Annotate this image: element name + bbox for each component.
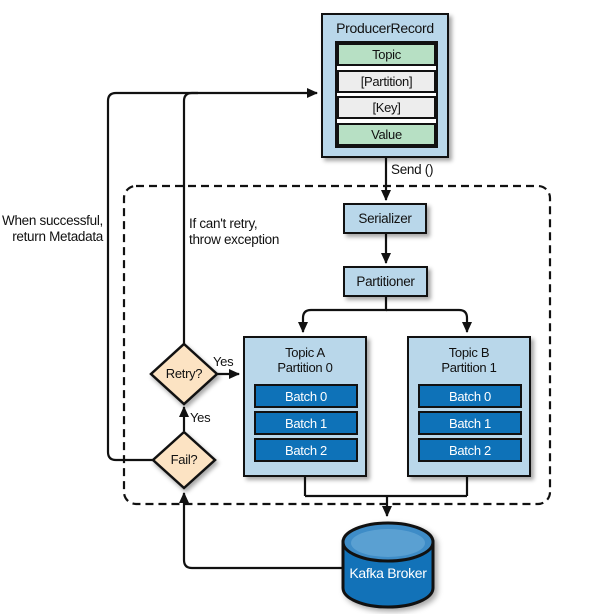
fail-decision-diamond [151,430,217,490]
field-value: Value [337,122,436,146]
arrow-broker-to-fail [179,492,344,570]
topic-a-partition-0-box: Topic A Partition 0 Batch 0 Batch 1 Batc… [243,336,367,477]
topic-b-batches: Batch 0 Batch 1 Batch 2 [418,384,522,462]
topic-a-title: Topic A Partition 0 [277,345,333,375]
arrow-partitioner-to-topic-b [386,308,472,333]
producer-record-fields: Topic [Partition] [Key] Value [335,41,438,148]
retry-decision-diamond [149,342,219,406]
yes-to-topic-label: Yes [213,354,234,369]
producer-record-box: ProducerRecord Topic [Partition] [Key] V… [321,13,449,158]
arrow-success-loop-to-producer-record [106,88,318,462]
topic-a-batches: Batch 0 Batch 1 Batch 2 [254,384,358,462]
batch-row: Batch 0 [418,384,522,408]
fail-decision-label: Fail? [170,452,198,467]
kafka-broker-label: Kafka Broker [349,565,427,581]
batch-row: Batch 0 [254,384,358,408]
field-partition: [Partition] [337,69,436,93]
producer-boundary-dashed-box [122,184,552,506]
batch-row: Batch 1 [418,411,522,435]
topic-b-title: Topic B Partition 1 [441,345,497,375]
line-throw-exception-loop [182,91,198,345]
batch-row: Batch 2 [418,438,522,462]
batch-row: Batch 1 [254,411,358,435]
retry-decision-label: Retry? [165,366,203,381]
yes-to-retry-label: Yes [190,410,211,425]
serializer-box: Serializer [343,203,427,234]
partitioner-box: Partitioner [343,266,428,297]
topic-b-partition-1-box: Topic B Partition 1 Batch 0 Batch 1 Batc… [407,336,531,477]
producer-record-title: ProducerRecord [336,20,434,36]
if-cant-retry-label: If can't retry, throw exception [189,216,280,247]
when-successful-label: When successful, return Metadata [2,213,103,244]
send-label: Send () [391,162,434,177]
batch-row: Batch 2 [254,438,358,462]
field-topic: Topic [337,43,436,66]
line-topics-merge [303,477,469,498]
arrow-partitioner-to-topic-a [298,297,388,333]
field-key: [Key] [337,96,436,120]
kafka-broker-cylinder [341,521,435,609]
